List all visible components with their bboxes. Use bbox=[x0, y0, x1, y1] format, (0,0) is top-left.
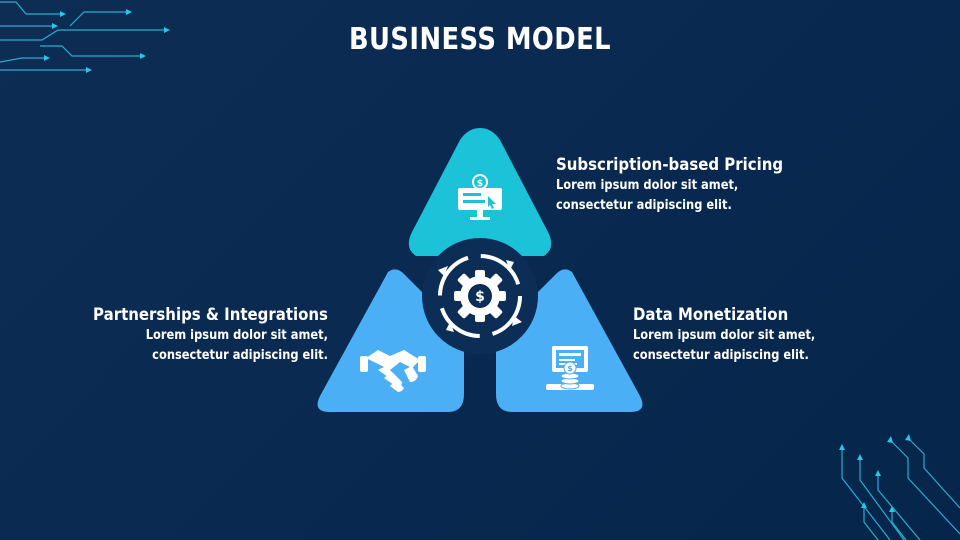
laptop-coins-icon: $ bbox=[546, 346, 594, 390]
data-heading: Data Monetization bbox=[633, 305, 789, 325]
subscription-heading: Subscription-based Pricing bbox=[556, 155, 784, 175]
circuit-lines-bottom-right bbox=[839, 434, 960, 540]
handshake-icon bbox=[360, 350, 426, 392]
partnerships-heading: Partnerships & Integrations bbox=[93, 305, 328, 325]
circuit-lines-top-left bbox=[0, 1, 170, 73]
subscription-text-block: Subscription-based Pricing Lorem ipsum d… bbox=[556, 154, 814, 216]
subscription-body-line-1: Lorem ipsum dolor sit amet, bbox=[556, 178, 739, 193]
page-title: BUSINESS MODEL bbox=[348, 22, 612, 57]
partnerships-text-block: Partnerships & Integrations Lorem ipsum … bbox=[61, 304, 328, 366]
data-text-block: Data Monetization Lorem ipsum dolor sit … bbox=[633, 304, 840, 366]
business-model-diagram: $ $ bbox=[317, 128, 643, 412]
subscription-body-line-2: consectetur adipiscing elit. bbox=[556, 198, 732, 213]
svg-text:$: $ bbox=[477, 179, 483, 189]
gear-dollar-cycle-icon: $ bbox=[438, 254, 522, 338]
svg-text:$: $ bbox=[567, 364, 573, 373]
partnerships-body-line-1: Lorem ipsum dolor sit amet, bbox=[145, 328, 328, 343]
partnerships-body-line-2: consectetur adipiscing elit. bbox=[152, 348, 328, 363]
monitor-dollar-icon: $ bbox=[458, 174, 502, 220]
svg-text:$: $ bbox=[475, 289, 485, 305]
data-body-line-1: Lorem ipsum dolor sit amet, bbox=[633, 328, 816, 343]
data-body-line-2: consectetur adipiscing elit. bbox=[633, 348, 809, 363]
